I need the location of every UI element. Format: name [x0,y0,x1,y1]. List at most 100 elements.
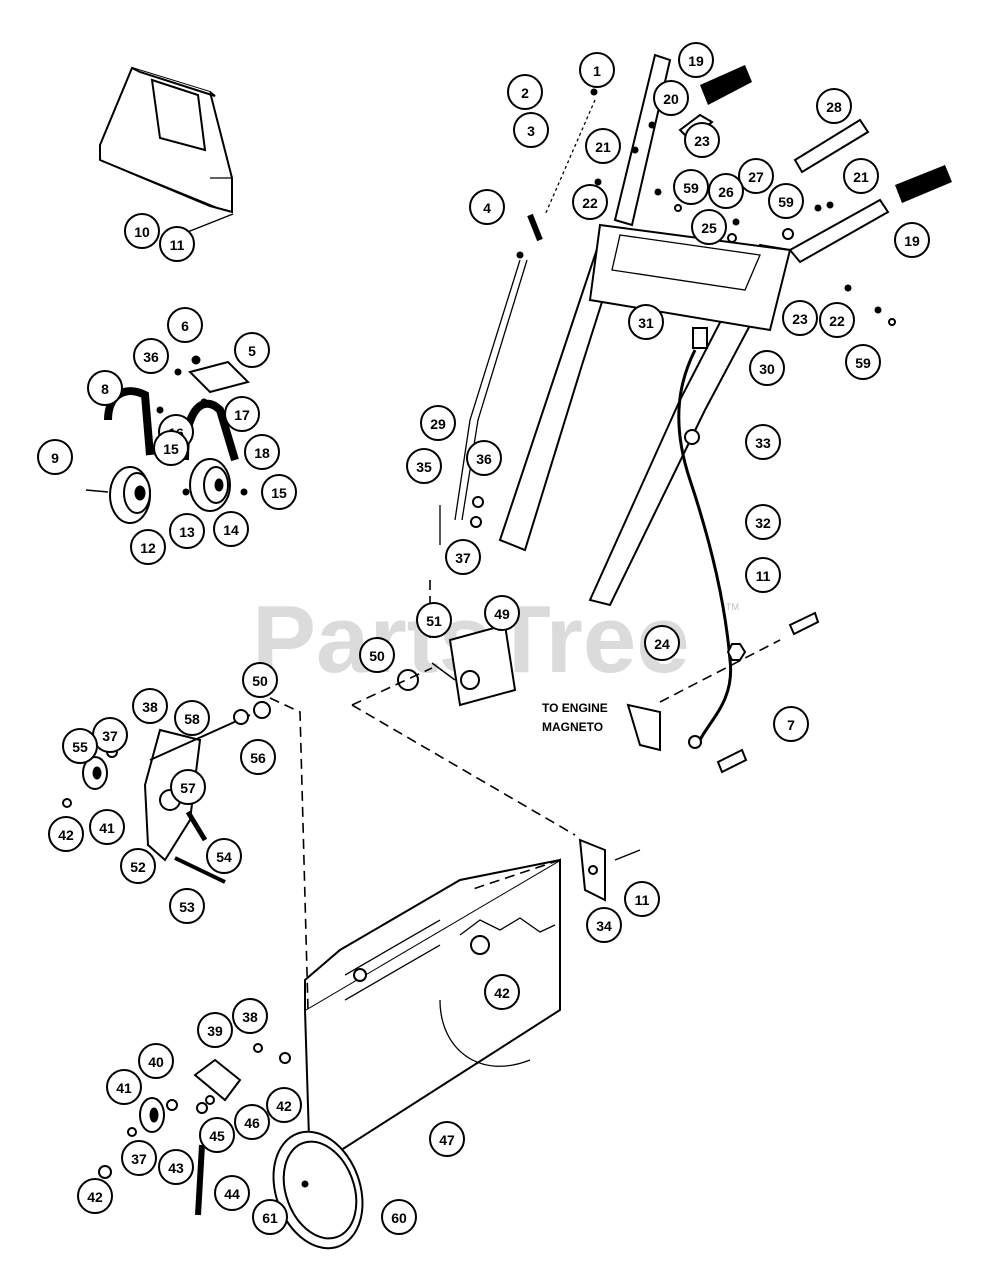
callout-34: 34 [586,907,622,943]
callout-circle [359,637,395,673]
callout-circle [628,304,664,340]
callout-circle [244,434,280,470]
callout-45: 45 [199,1117,235,1153]
callout-label: 51 [426,613,442,629]
callout-38: 38 [132,688,168,724]
callout-label: 35 [416,459,432,475]
callout-label: 41 [99,820,115,836]
callout-label: 37 [455,550,471,566]
callout-label: 6 [181,318,189,334]
callout-label: 49 [494,606,510,622]
callout-label: 57 [180,780,196,796]
callout-35: 35 [406,448,442,484]
callout-23: 23 [684,122,720,158]
callout-6: 6 [167,307,203,343]
callout-circle [749,350,785,386]
callout-25: 25 [691,209,727,245]
callout-label: 31 [638,315,654,331]
callout-38: 38 [232,998,268,1034]
callout-50: 50 [242,662,278,698]
callout-circle [169,513,205,549]
callout-circle [170,769,206,805]
callout-circle [420,405,456,441]
callout-label: 8 [101,381,109,397]
callout-51: 51 [416,602,452,638]
callout-label: 42 [58,827,74,843]
callout-label: 40 [148,1054,164,1070]
callout-9: 9 [37,439,73,475]
callout-circle [585,128,621,164]
callout-circle [624,881,660,917]
callout-label: 20 [663,91,679,107]
callout-41: 41 [89,809,125,845]
callout-circle [745,557,781,593]
callout-label: 60 [391,1210,407,1226]
callout-circle [406,448,442,484]
callout-circle [513,112,549,148]
callout-circle [745,504,781,540]
callout-2: 2 [507,74,543,110]
callout-label: 32 [755,515,771,531]
callout-53: 53 [169,888,205,924]
callout-56: 56 [240,739,276,775]
callout-21: 21 [843,158,879,194]
callout-label: 23 [792,311,808,327]
callout-circle [579,52,615,88]
callout-circle [206,838,242,874]
callout-3: 3 [513,112,549,148]
callout-label: 22 [829,313,845,329]
callout-label: 7 [787,717,795,733]
callout-label: 30 [759,361,775,377]
callout-label: 12 [140,540,156,556]
callout-circle [381,1199,417,1235]
callout-19: 19 [678,42,714,78]
callout-circle [738,158,774,194]
callout-label: 14 [223,522,239,538]
callout-label: 59 [683,180,699,196]
callout-15: 15 [261,474,297,510]
callout-label: 37 [131,1151,147,1167]
callout-label: 11 [635,892,650,908]
callout-circle [130,529,166,565]
callout-label: 45 [209,1128,225,1144]
callout-label: 56 [250,750,266,766]
callout-circle [773,706,809,742]
callout-circle [572,184,608,220]
callout-43: 43 [158,1149,194,1185]
callout-circle [138,1043,174,1079]
callout-37: 37 [121,1140,157,1176]
callout-label: 3 [527,123,535,139]
callout-circle [673,169,709,205]
callout-5: 5 [234,332,270,368]
callout-label: 27 [748,169,764,185]
callout-59: 59 [673,169,709,205]
callout-label: 13 [179,524,195,540]
callout-circle [106,1069,142,1105]
callout-circle [894,222,930,258]
callout-label: 55 [72,739,88,755]
callout-17: 17 [224,396,260,432]
callout-59: 59 [845,344,881,380]
callout-40: 40 [138,1043,174,1079]
callout-21: 21 [585,128,621,164]
callout-label: 50 [369,648,385,664]
callout-13: 13 [169,513,205,549]
callout-11: 11 [745,557,781,593]
callout-55: 55 [62,728,98,764]
callout-54: 54 [206,838,242,874]
callout-24: 24 [644,625,680,661]
callout-label: 59 [778,194,794,210]
callout-circle [153,430,189,466]
callout-label: 11 [756,568,771,584]
callout-circle [469,189,505,225]
callout-58: 58 [174,700,210,736]
callout-label: 38 [242,1009,258,1025]
callout-36: 36 [133,338,169,374]
callout-37: 37 [445,539,481,575]
callout-42: 42 [48,816,84,852]
callout-label: 61 [262,1210,278,1226]
callout-18: 18 [244,434,280,470]
callout-61: 61 [252,1199,288,1235]
